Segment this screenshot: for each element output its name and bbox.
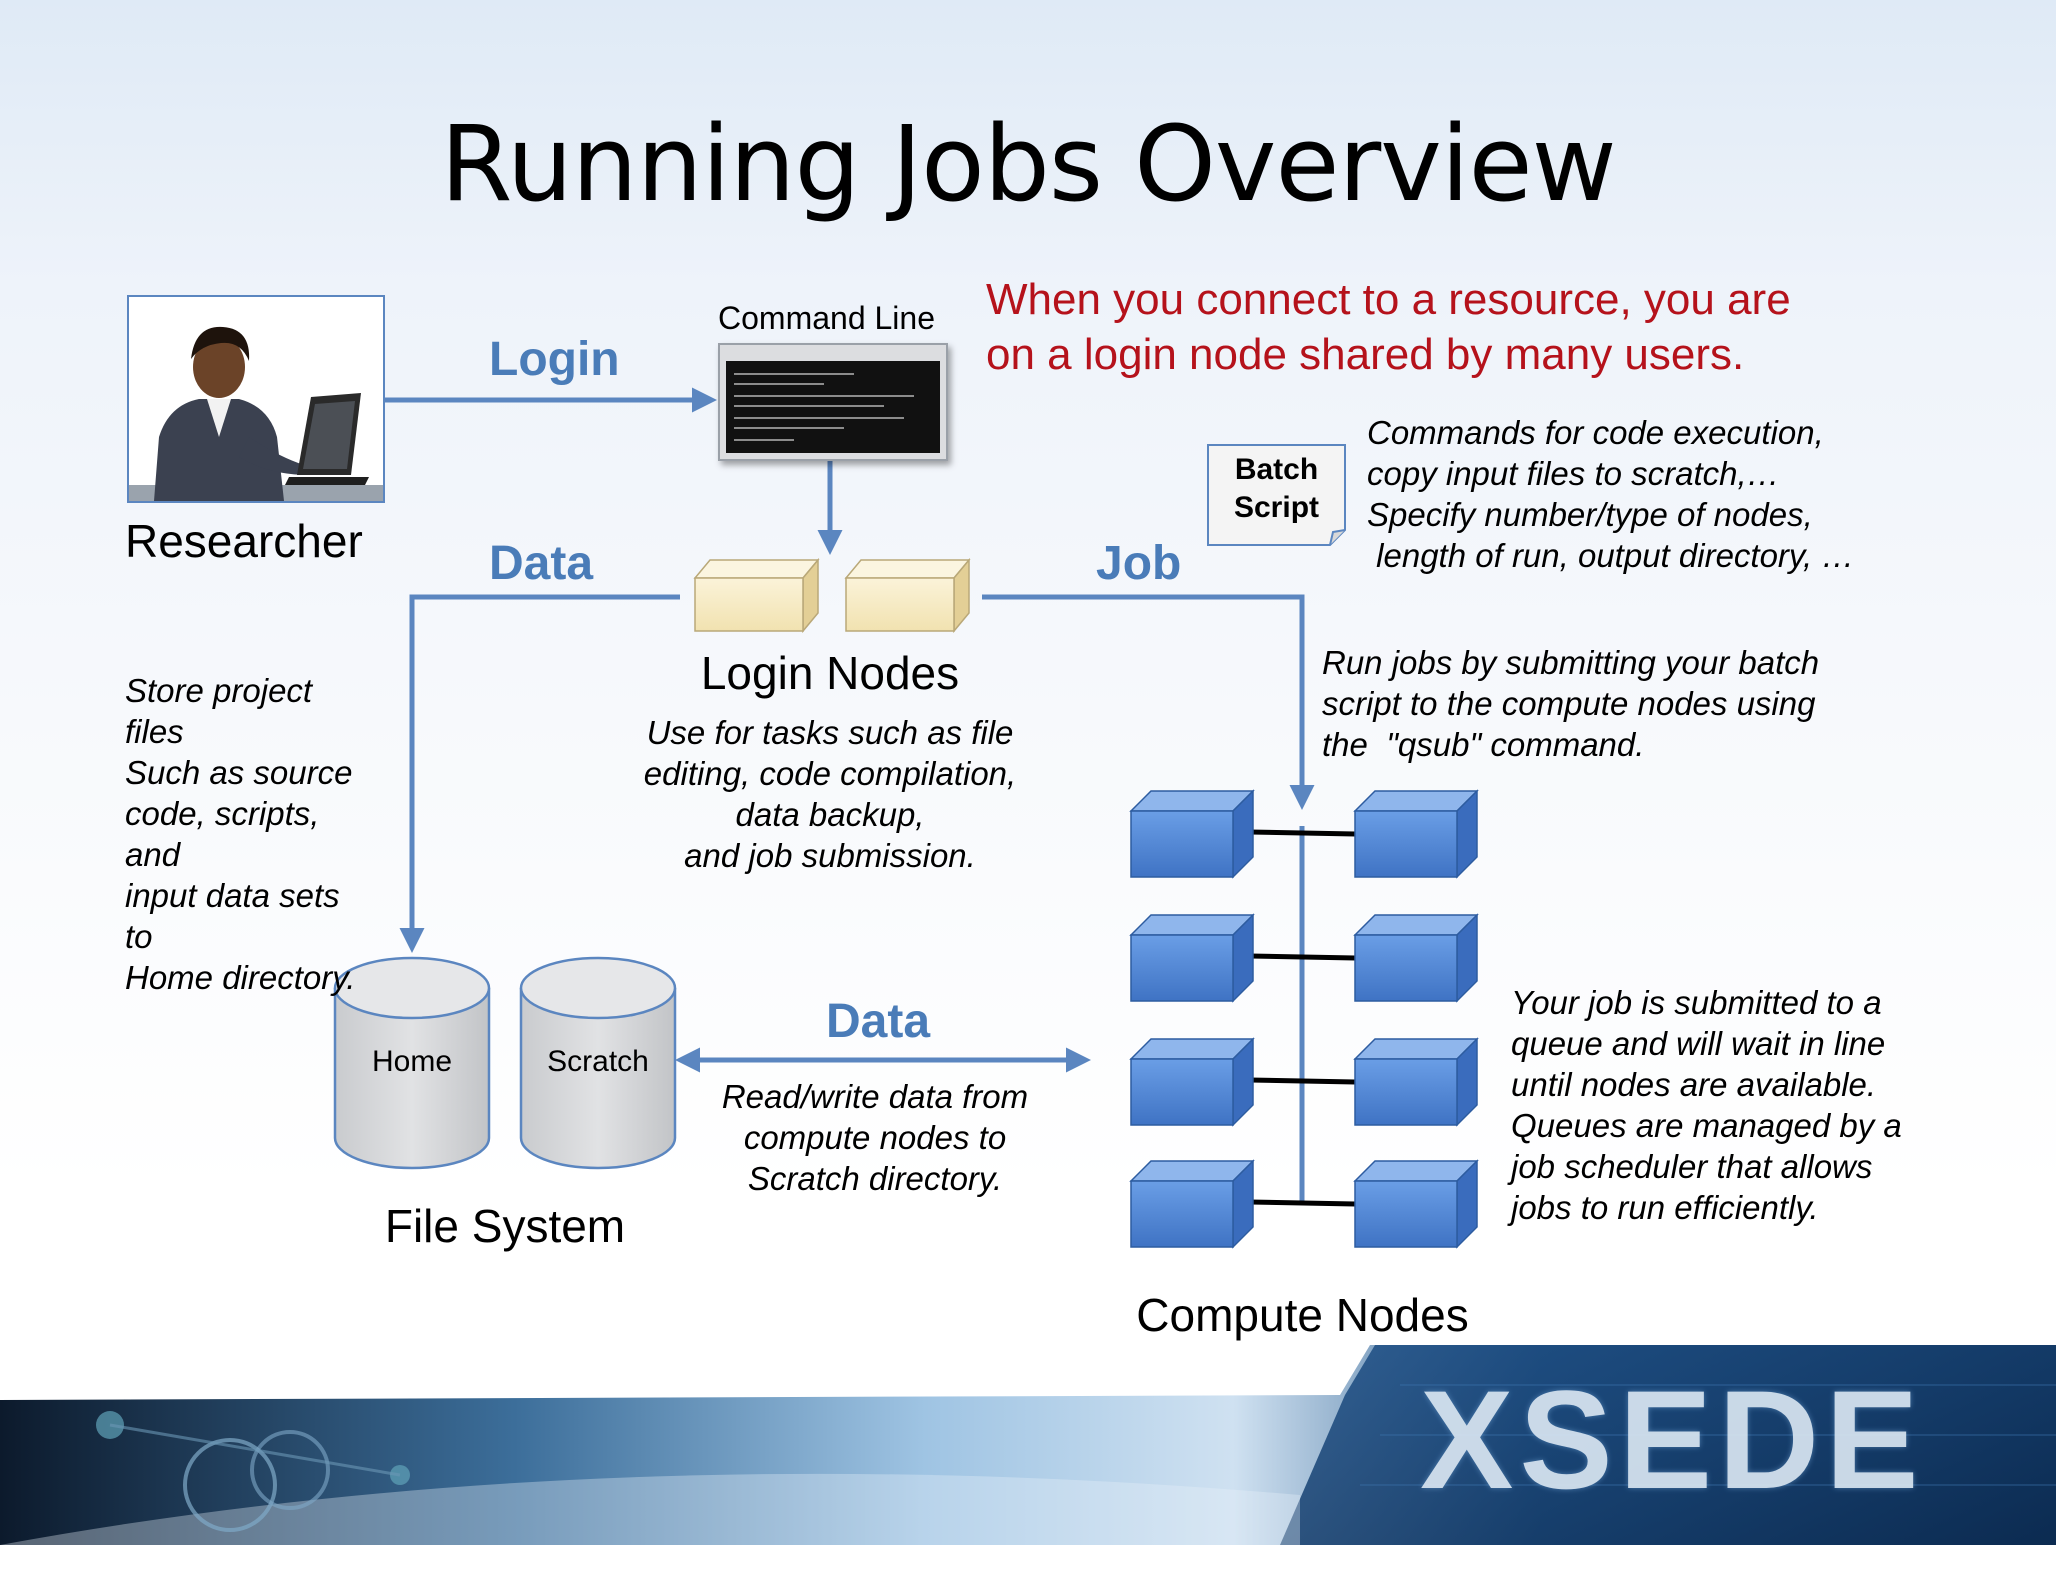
page-title: Running Jobs Overview	[440, 103, 1616, 225]
compute-node-1	[1129, 789, 1255, 879]
readwrite-note-line: Scratch directory.	[747, 1160, 1003, 1197]
scratch-label: Scratch	[547, 1045, 649, 1078]
data-to-home-arrow	[399, 594, 680, 953]
compute-nodes-label: Compute Nodes	[1136, 1289, 1469, 1341]
queue-note-line: Queues are managed by a	[1511, 1107, 1902, 1144]
compute-node-7	[1129, 1159, 1255, 1249]
home-cylinder	[333, 956, 491, 1170]
queue-note-line: job scheduler that allows	[1511, 1148, 1873, 1185]
researcher-label: Researcher	[125, 515, 363, 567]
login-note-line: and job submission.	[684, 837, 976, 874]
login-label: Login	[489, 333, 620, 386]
store-note-line: Home directory.	[125, 959, 356, 996]
footer-banner	[0, 1345, 2056, 1545]
login-node-1	[693, 557, 820, 634]
researcher-illustration	[129, 297, 383, 501]
readwrite-notes: Read/write data from compute nodes to Sc…	[660, 1076, 1090, 1199]
queue-note-line: jobs to run efficiently.	[1511, 1189, 1819, 1226]
batch-script-document	[1207, 444, 1346, 546]
batch-note-line: Commands for code execution,	[1367, 414, 1824, 451]
store-note-line: to	[125, 918, 153, 955]
compute-node-3	[1129, 913, 1255, 1003]
batch-script-label: Batch Script	[1208, 451, 1345, 527]
command-line-label: Command Line	[718, 300, 935, 336]
terminal-screen	[726, 361, 940, 453]
queue-note-line: until nodes are available.	[1511, 1066, 1877, 1103]
data-label-bottom: Data	[826, 995, 931, 1048]
login-node-2	[844, 557, 971, 634]
command-line-window	[718, 343, 948, 461]
store-note-line: Store project	[125, 672, 313, 709]
run-jobs-notes: Run jobs by submitting your batch script…	[1322, 642, 1819, 765]
job-arrow	[982, 594, 1315, 810]
store-note-line: input data sets	[125, 877, 340, 914]
readwrite-note-line: compute nodes to	[743, 1119, 1007, 1156]
store-note-line: and	[125, 836, 181, 873]
login-nodes-notes: Use for tasks such as file editing, code…	[590, 712, 1070, 876]
compute-network	[1249, 826, 1356, 1207]
batch-note-line: length of run, output directory, …	[1367, 537, 1855, 574]
compute-node-8	[1353, 1159, 1479, 1249]
data-label-top: Data	[489, 537, 594, 590]
batch-note-line: copy input files to scratch,…	[1367, 455, 1780, 492]
readwrite-note-line: Read/write data from	[721, 1078, 1029, 1115]
store-note-line: code, scripts,	[125, 795, 320, 832]
run-note-line: script to the compute nodes using	[1322, 685, 1816, 722]
login-note-line: data backup,	[735, 796, 925, 833]
store-note-line: Such as source	[125, 754, 353, 791]
compute-node-5	[1129, 1037, 1255, 1127]
run-note-line: the "qsub" command.	[1322, 726, 1645, 763]
scratch-cylinder	[519, 956, 677, 1170]
notice-line-2: on a login node shared by many users.	[986, 330, 1745, 379]
notice-text: When you connect to a resource, you are …	[986, 272, 1791, 382]
batch-note-line: Specify number/type of nodes,	[1367, 496, 1813, 533]
login-note-line: Use for tasks such as file	[646, 714, 1014, 751]
store-note-line: files	[125, 713, 184, 750]
batch-script-notes: Commands for code execution, copy input …	[1367, 412, 1854, 576]
compute-node-2	[1353, 789, 1479, 879]
login-note-line: editing, code compilation,	[643, 755, 1017, 792]
file-system-label: File System	[384, 1200, 626, 1252]
xsede-logo-text: XSEDE	[1420, 1361, 1925, 1518]
store-project-notes: Store project files Such as source code,…	[125, 670, 355, 998]
queue-notes: Your job is submitted to a queue and wil…	[1511, 982, 1902, 1228]
home-label: Home	[371, 1045, 453, 1078]
batch-line-1: Batch	[1234, 453, 1319, 486]
job-label: Job	[1096, 537, 1182, 590]
queue-note-line: queue and will wait in line	[1511, 1025, 1886, 1062]
compute-node-6	[1353, 1037, 1479, 1127]
compute-node-4	[1353, 913, 1479, 1003]
login-nodes-label: Login Nodes	[700, 647, 960, 699]
run-note-line: Run jobs by submitting your batch	[1322, 644, 1820, 681]
batch-line-2: Script	[1233, 491, 1320, 524]
queue-note-line: Your job is submitted to a	[1511, 984, 1882, 1021]
researcher-photo	[127, 295, 385, 503]
notice-line-1: When you connect to a resource, you are	[986, 275, 1791, 324]
